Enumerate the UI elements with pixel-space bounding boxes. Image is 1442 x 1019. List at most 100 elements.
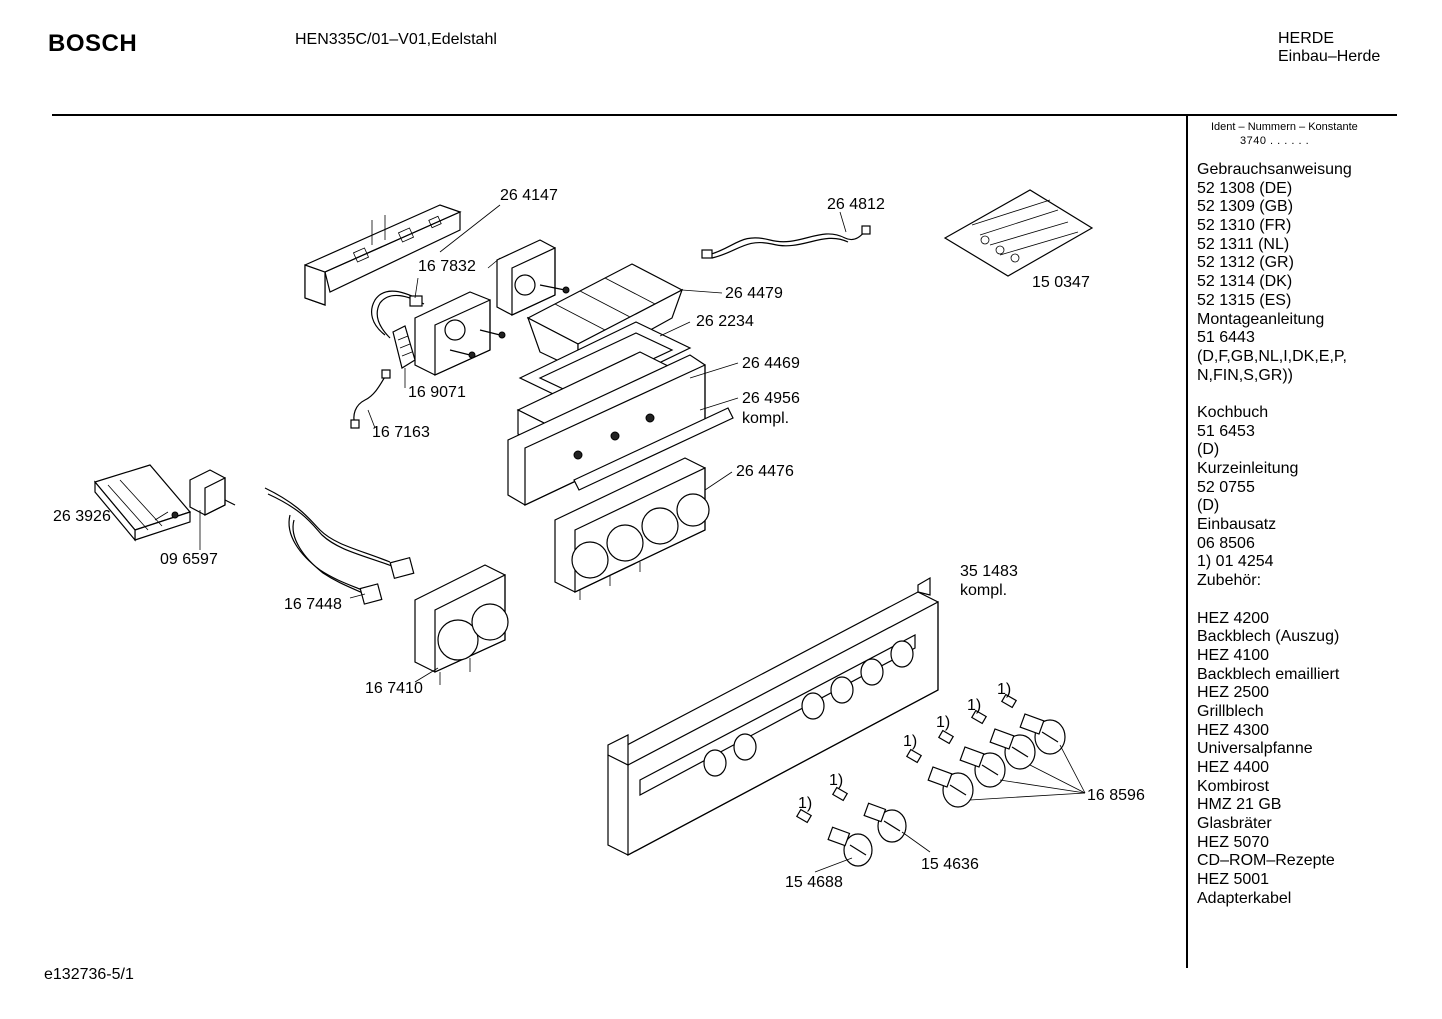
sidebar-line <box>1197 385 1387 404</box>
category-label: HERDE <box>1278 30 1335 47</box>
callout-168596: 16 8596 <box>1087 787 1145 804</box>
sidebar-line: HEZ 4300 <box>1197 721 1270 739</box>
sidebar-line: 52 0755 <box>1197 478 1255 496</box>
sidebar-line: Backblech (Auszug) <box>1197 628 1340 646</box>
knob <box>1019 713 1066 755</box>
sidebar-line: Backblech emailliert <box>1197 665 1340 683</box>
callout-154636: 15 4636 <box>921 856 979 873</box>
part-264956-frame <box>507 354 734 506</box>
callout-167832: 16 7832 <box>418 258 476 275</box>
part-150347-screw-bag <box>943 189 1094 277</box>
sidebar-line: 06 8506 <box>1197 534 1255 552</box>
part-264476-switch-block <box>554 457 710 600</box>
callout-351483: 35 1483 <box>960 563 1018 580</box>
leader-lines <box>154 204 1086 873</box>
sidebar-line: 52 1309 (GB) <box>1197 198 1294 216</box>
sidebar-line: CD–ROM–Rezepte <box>1197 852 1335 870</box>
callout-264956-kompl: kompl. <box>742 410 790 427</box>
footnote-mark: 1) <box>903 733 917 750</box>
sidebar-line: N,FIN,S,GR)) <box>1197 366 1293 384</box>
sidebar-line: 52 1312 (GR) <box>1197 254 1294 272</box>
model-title: HEN335C/01–V01,Edelstahl <box>295 31 497 48</box>
sidebar-line: 51 6453 <box>1197 422 1255 440</box>
callout-154688: 15 4688 <box>785 874 843 891</box>
knob <box>959 746 1006 788</box>
sidebar-line: HEZ 4400 <box>1197 759 1270 776</box>
callout-167410: 16 7410 <box>365 680 423 697</box>
sidebar-line: 52 1315 (ES) <box>1197 291 1292 309</box>
callout-264956: 26 4956 <box>742 390 800 407</box>
part-167448-cable-set <box>264 487 415 605</box>
sidebar-line: 52 1308 (DE) <box>1197 179 1293 197</box>
sidebar-divider <box>1186 116 1188 968</box>
part-169071-terminal-strip <box>392 325 416 369</box>
callout-263926: 26 3926 <box>53 508 111 525</box>
exploded-view-diagram: 1) 1) 1) 1) 1) 1) <box>93 189 1094 873</box>
part-167410-double-switch <box>414 564 509 685</box>
ident-code: 3740 . . . . . . <box>1240 135 1310 147</box>
header-rule <box>52 114 1397 116</box>
footnote-mark: 1) <box>798 795 812 812</box>
sidebar-line: HEZ 5070 <box>1197 833 1270 851</box>
part-168596-knobs <box>927 713 1066 808</box>
sidebar-line: 52 1311 (NL) <box>1197 235 1290 253</box>
knob <box>989 728 1036 770</box>
clips <box>795 693 1018 824</box>
sidebar-line: Glasbräter <box>1197 815 1272 833</box>
callout-264812: 26 4812 <box>827 196 885 213</box>
callout-264479: 26 4479 <box>725 285 783 302</box>
sidebar-line: Montageanleitung <box>1197 310 1325 328</box>
sidebar-line: HEZ 4200 <box>1197 609 1270 627</box>
callout-264476: 26 4476 <box>736 463 794 480</box>
callout-262234: 26 2234 <box>696 313 754 330</box>
sidebar-line: Universalpfanne <box>1197 740 1313 758</box>
sidebar-line: Adapterkabel <box>1197 889 1292 907</box>
brand-logo: BOSCH <box>48 30 138 57</box>
knob <box>927 766 974 808</box>
sidebar-line: Kurzeinleitung <box>1197 460 1299 477</box>
footnote-mark: 1) <box>997 681 1011 698</box>
sidebar-line: HEZ 5001 <box>1197 871 1270 889</box>
sidebar-line: Einbausatz <box>1197 516 1277 534</box>
sidebar-line: (D,F,GB,NL,I,DK,E,P, <box>1197 347 1347 365</box>
callout-169071: 16 9071 <box>408 384 466 401</box>
footnote-mark: 1) <box>967 697 981 714</box>
sidebar-line: 52 1314 (DK) <box>1197 273 1293 291</box>
sidebar-line: HEZ 4100 <box>1197 646 1270 664</box>
sidebar-line: (D) <box>1197 441 1220 459</box>
sidebar-line: HMZ 21 GB <box>1197 796 1282 814</box>
sidebar-line: Grillblech <box>1197 702 1264 720</box>
footnote-marks: 1) 1) 1) 1) 1) 1) <box>798 681 1011 812</box>
document-id: e132736-5/1 <box>44 966 134 983</box>
ident-title: Ident – Nummern – Konstante <box>1211 121 1358 133</box>
sidebar-line: 52 1310 (FR) <box>1197 217 1292 235</box>
footnote-mark: 1) <box>829 772 843 789</box>
part-263926-terminal-bar <box>93 464 192 542</box>
subcategory-label: Einbau–Herde <box>1278 48 1381 65</box>
sidebar-line: 51 6443 <box>1197 329 1255 347</box>
part-264147-bracket <box>304 204 462 306</box>
callout-096597: 09 6597 <box>160 551 218 568</box>
part-351483-control-panel <box>607 576 939 856</box>
footnote-mark: 1) <box>936 714 950 731</box>
part-154688-knob <box>827 826 873 867</box>
callout-150347: 15 0347 <box>1032 274 1090 291</box>
sidebar-line <box>1197 591 1387 610</box>
callout-167448: 16 7448 <box>284 596 342 613</box>
part-switch-block-upper <box>414 239 570 376</box>
callout-264469: 26 4469 <box>742 355 800 372</box>
part-096597-switch <box>189 469 236 516</box>
callout-264147: 26 4147 <box>500 187 558 204</box>
parts-sidebar: Gebrauchsanweisung 52 1308 (DE) 52 1309 … <box>1197 161 1387 909</box>
callout-167163: 16 7163 <box>372 424 430 441</box>
sidebar-line: Kochbuch <box>1197 403 1269 421</box>
sidebar-line: Gebrauchsanweisung <box>1197 161 1352 178</box>
part-167832-harness <box>371 290 425 339</box>
part-264812-cable <box>701 225 871 259</box>
sidebar-line: HEZ 2500 <box>1197 684 1270 702</box>
sidebar-line: 1) 01 4254 <box>1197 553 1274 571</box>
callout-351483-kompl: kompl. <box>960 582 1008 599</box>
sidebar-line: Zubehör: <box>1197 572 1262 590</box>
part-154636-knob <box>863 802 907 843</box>
sidebar-line: (D) <box>1197 497 1220 515</box>
